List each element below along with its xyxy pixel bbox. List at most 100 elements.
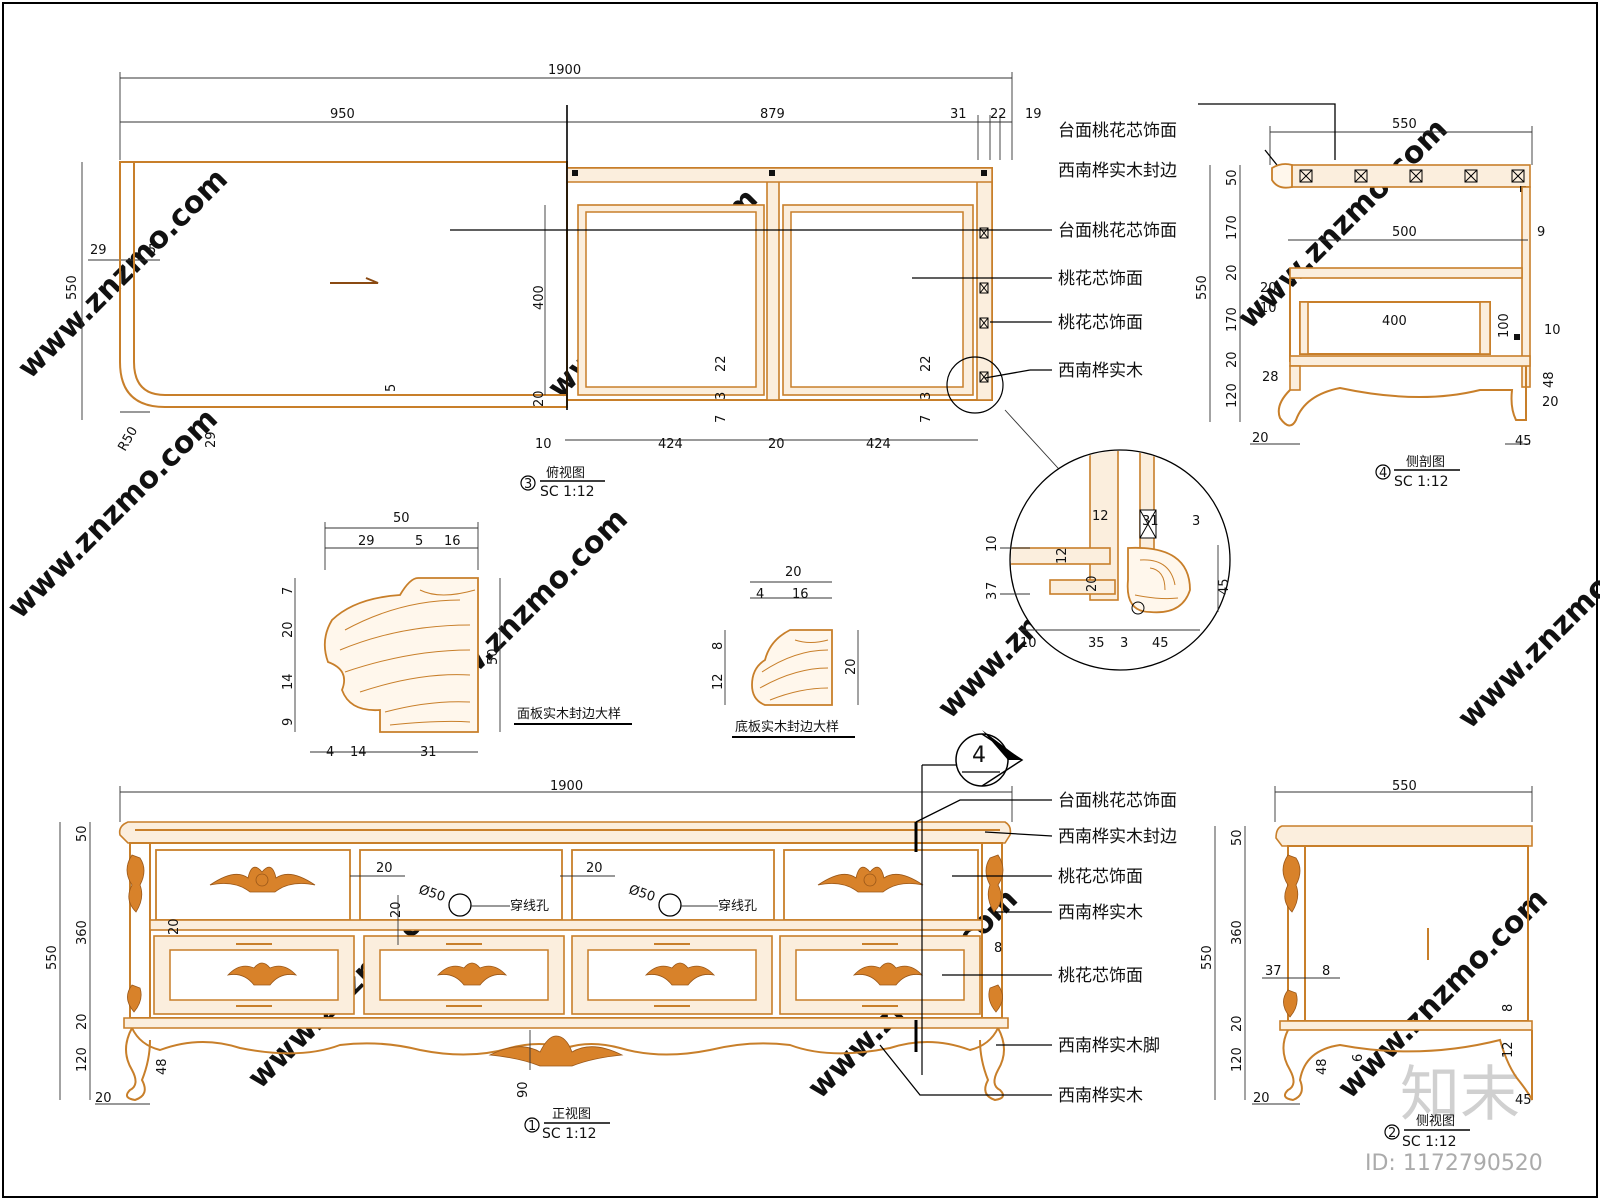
dim-360: 360 (75, 920, 90, 945)
label-front-solid-1: 西南桦实木 (1058, 903, 1143, 923)
dim-20d: 20 (1542, 395, 1559, 410)
dim-100: 100 (1497, 313, 1512, 338)
dim-d16: 16 (792, 587, 809, 602)
dim-120: 120 (75, 1047, 90, 1072)
side-plinth (1279, 1020, 1533, 1031)
dim-right-part: 879 (760, 107, 785, 122)
dim-d12: 12 (711, 673, 726, 690)
dim-3a: 3 (714, 392, 729, 400)
block-cross-icon (1299, 169, 1525, 183)
dim-48: 48 (1542, 371, 1557, 388)
dim-d4: 4 (756, 587, 764, 602)
cable-hole (658, 893, 682, 917)
dim-90: 90 (516, 1081, 531, 1098)
dim-b31: 31 (420, 745, 437, 760)
caption-title: 侧视图 (1416, 1114, 1455, 1129)
hole-label: 穿线孔 (510, 898, 549, 914)
dim-section-width: 550 (1392, 117, 1417, 132)
dim-d31: 31 (1142, 514, 1159, 529)
label-veneer-2: 桃花芯饰面 (1058, 313, 1143, 333)
dim-d3: 3 (1192, 514, 1200, 529)
ornament-icon (209, 866, 924, 893)
label-top-surface: 台面桃花芯饰面 (1058, 221, 1177, 241)
dim-8b: 8 (1501, 1004, 1516, 1012)
dim-d8: 8 (711, 642, 726, 650)
section-bottom-board (1289, 355, 1531, 367)
watermark-logo: 知末 (1400, 1060, 1520, 1130)
dim-50: 50 (1230, 829, 1245, 846)
dim-h50: 50 (486, 648, 501, 665)
dim-left-part: 950 (330, 107, 355, 122)
caption-number: 3 (524, 477, 532, 492)
top-profile-shape (323, 577, 479, 733)
apron-carving-icon (488, 1035, 624, 1067)
dim-170b: 170 (1225, 307, 1240, 332)
dim-500: 500 (1392, 225, 1417, 240)
dim-d10b: 10 (1020, 636, 1037, 651)
dim-20: 20 (75, 1013, 90, 1030)
cable-hole (448, 893, 472, 917)
front-leg-left (125, 1027, 151, 1102)
dim-gap: 20 (167, 918, 182, 935)
dim-22a: 22 (714, 355, 729, 372)
section-front-rail (1289, 365, 1301, 391)
dim-gap: 20 (376, 861, 393, 876)
section-marker-number: 4 (972, 743, 986, 768)
detail-circle: 12 31 3 10 12 20 7 3 45 10 35 3 45 (985, 449, 1232, 671)
side-carving-icon (1282, 854, 1301, 913)
dim-20c: 20 (1260, 281, 1277, 296)
dim-29: 29 (358, 534, 375, 549)
dim-d45: 45 (1217, 578, 1232, 595)
front-top-slab (118, 821, 1012, 844)
dim-50: 50 (75, 825, 90, 842)
caption-number: 2 (1388, 1126, 1396, 1141)
dim-5: 5 (148, 243, 156, 258)
side-top-slab (1275, 825, 1533, 847)
dim-20e: 20 (1252, 431, 1269, 446)
dim-side-width: 550 (1392, 779, 1417, 794)
dim-19: 19 (1025, 107, 1042, 122)
dim-b14: 14 (350, 745, 367, 760)
side-carving-icon (1283, 989, 1298, 1018)
dim-d20: 20 (1085, 575, 1100, 592)
dim-424b: 424 (866, 437, 891, 452)
dim-45: 45 (1515, 434, 1532, 449)
watermark-id: ID: 1172790520 (1365, 1151, 1543, 1176)
caption-title: 俯视图 (546, 465, 585, 481)
watermark-text: www.znzmo.com (11, 162, 235, 386)
dim-side-height: 550 (1200, 945, 1215, 970)
dim-8: 8 (994, 941, 1002, 956)
section-leg (1277, 366, 1527, 427)
dim-20b-s: 20 (1225, 351, 1240, 368)
dim-d12a: 12 (1092, 509, 1109, 524)
dim-10-s: 10 (1260, 301, 1277, 316)
front-plinth (123, 1017, 1009, 1029)
dim-total-width: 1900 (548, 63, 581, 78)
dim-37: 37 (1265, 964, 1282, 979)
dim-depth: 550 (65, 275, 80, 300)
dim-400-s: 400 (1382, 314, 1407, 329)
profile-top-caption: 面板实木封边大样 (517, 707, 621, 722)
dim-h20: 20 (844, 658, 859, 675)
dim-5b: 5 (384, 384, 399, 392)
side-legs (1282, 1029, 1533, 1102)
dim-d7: 7 (985, 582, 1000, 590)
dim-20b: 20 (1253, 1091, 1270, 1106)
label-section-edge: 西南桦实木封边 (1058, 161, 1177, 181)
dim-20a: 20 (1225, 264, 1240, 281)
dim-r50: R50 (115, 424, 141, 454)
dim-gap: 20 (586, 861, 603, 876)
caption-scale: SC 1:12 (542, 1126, 597, 1142)
dim-gap: 20 (389, 901, 404, 918)
tabletop-edge (133, 162, 567, 396)
front-leg-right (979, 1027, 1005, 1102)
label-front-solid-2: 西南桦实木 (1058, 1086, 1143, 1106)
caption-number: 1 (528, 1119, 536, 1134)
caption-scale: SC 1:12 (540, 484, 595, 500)
dim-31: 31 (950, 107, 967, 122)
bottom-profile-shape (751, 629, 833, 706)
side-view: 550 550 50 360 20 120 37 8 8 48 6 12 20 … (1200, 779, 1533, 1150)
label-front-top: 台面桃花芯饰面 (1058, 791, 1177, 811)
